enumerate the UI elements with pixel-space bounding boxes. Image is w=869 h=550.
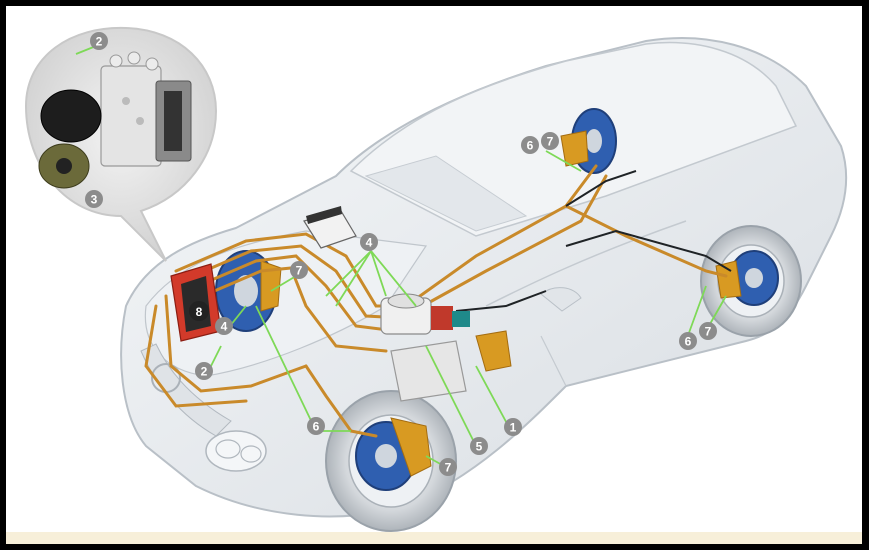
battery (303, 206, 357, 249)
callout-leaders (75, 45, 727, 467)
callout-label: 7 (547, 135, 554, 149)
brake-booster (390, 340, 467, 402)
dark-lines (455, 170, 732, 312)
callout-6-front: 6 (307, 417, 325, 435)
callout-label: 1 (510, 421, 517, 435)
callout-label: 3 (91, 193, 98, 207)
callout-4-top: 4 (360, 233, 378, 251)
rear-left-brake-disc (560, 108, 617, 174)
callout-6-rear-top: 6 (521, 136, 539, 154)
callout-label: 6 (527, 139, 534, 153)
callout-1: 1 (504, 418, 522, 436)
callout-4-left: 4 (215, 317, 233, 335)
callout-7-rear-top: 7 (541, 132, 559, 150)
callout-label: 8 (196, 305, 203, 319)
bottom-strip (6, 532, 862, 544)
callout-label: 4 (366, 236, 373, 250)
callout-label: 7 (296, 264, 303, 278)
callout-label: 5 (476, 440, 483, 454)
callout-label: 2 (201, 365, 208, 379)
hydraulic-unit-inset (24, 26, 218, 262)
callout-label: 7 (705, 325, 712, 339)
callout-label: 6 (685, 335, 692, 349)
brake-system-diagram: 2 3 6 7 4 (24, 26, 848, 532)
callout-8: 8 (189, 301, 209, 321)
callout-6-rear-right: 6 (679, 332, 697, 350)
callout-5: 5 (470, 437, 488, 455)
callout-7-front-left: 7 (290, 261, 308, 279)
pedal-assembly (475, 330, 512, 372)
callout-label: 2 (96, 35, 103, 49)
front-right-wheel (325, 390, 457, 532)
callout-7-rear-right: 7 (699, 322, 717, 340)
callout-label: 4 (221, 320, 228, 334)
diagram-panel: 2 3 6 7 4 (6, 6, 862, 544)
rear-right-wheel (700, 225, 802, 337)
callouts: 2 3 6 7 4 (85, 32, 717, 476)
callout-2-inset: 2 (90, 32, 108, 50)
callout-label: 7 (445, 461, 452, 475)
callout-7-front-bottom: 7 (439, 458, 457, 476)
callout-2-left: 2 (195, 362, 213, 380)
callout-3-inset: 3 (85, 190, 103, 208)
callout-label: 6 (313, 420, 320, 434)
brake-lines (144, 164, 728, 438)
